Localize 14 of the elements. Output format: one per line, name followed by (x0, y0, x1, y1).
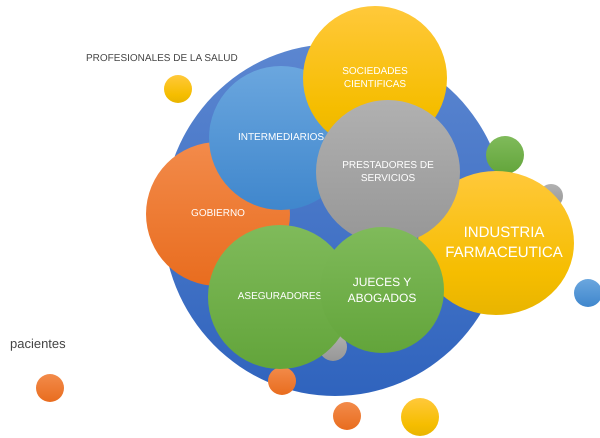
bubble-label: JUECES Y ABOGADOS (347, 274, 417, 306)
bubble (574, 279, 600, 307)
bubble (36, 374, 64, 402)
bubble-label: GOBIERNO (190, 207, 246, 221)
bubble (486, 136, 524, 174)
bubble-label: INTERMEDIARIOS (236, 131, 326, 145)
bubble-label: ASEGURADORES (236, 290, 324, 304)
bubble-label: PRESTADORES DE SERVICIOS (341, 158, 435, 186)
bubble (401, 398, 439, 436)
group-label: pacientes (10, 336, 66, 351)
group-label: PROFESIONALES DE LA SALUD (86, 53, 238, 64)
bubble (333, 402, 361, 430)
bubble-label: INDUSTRIA FARMACEUTICA (444, 222, 564, 263)
bubble-label: SOCIEDADES CIENTIFICAS (341, 64, 409, 92)
